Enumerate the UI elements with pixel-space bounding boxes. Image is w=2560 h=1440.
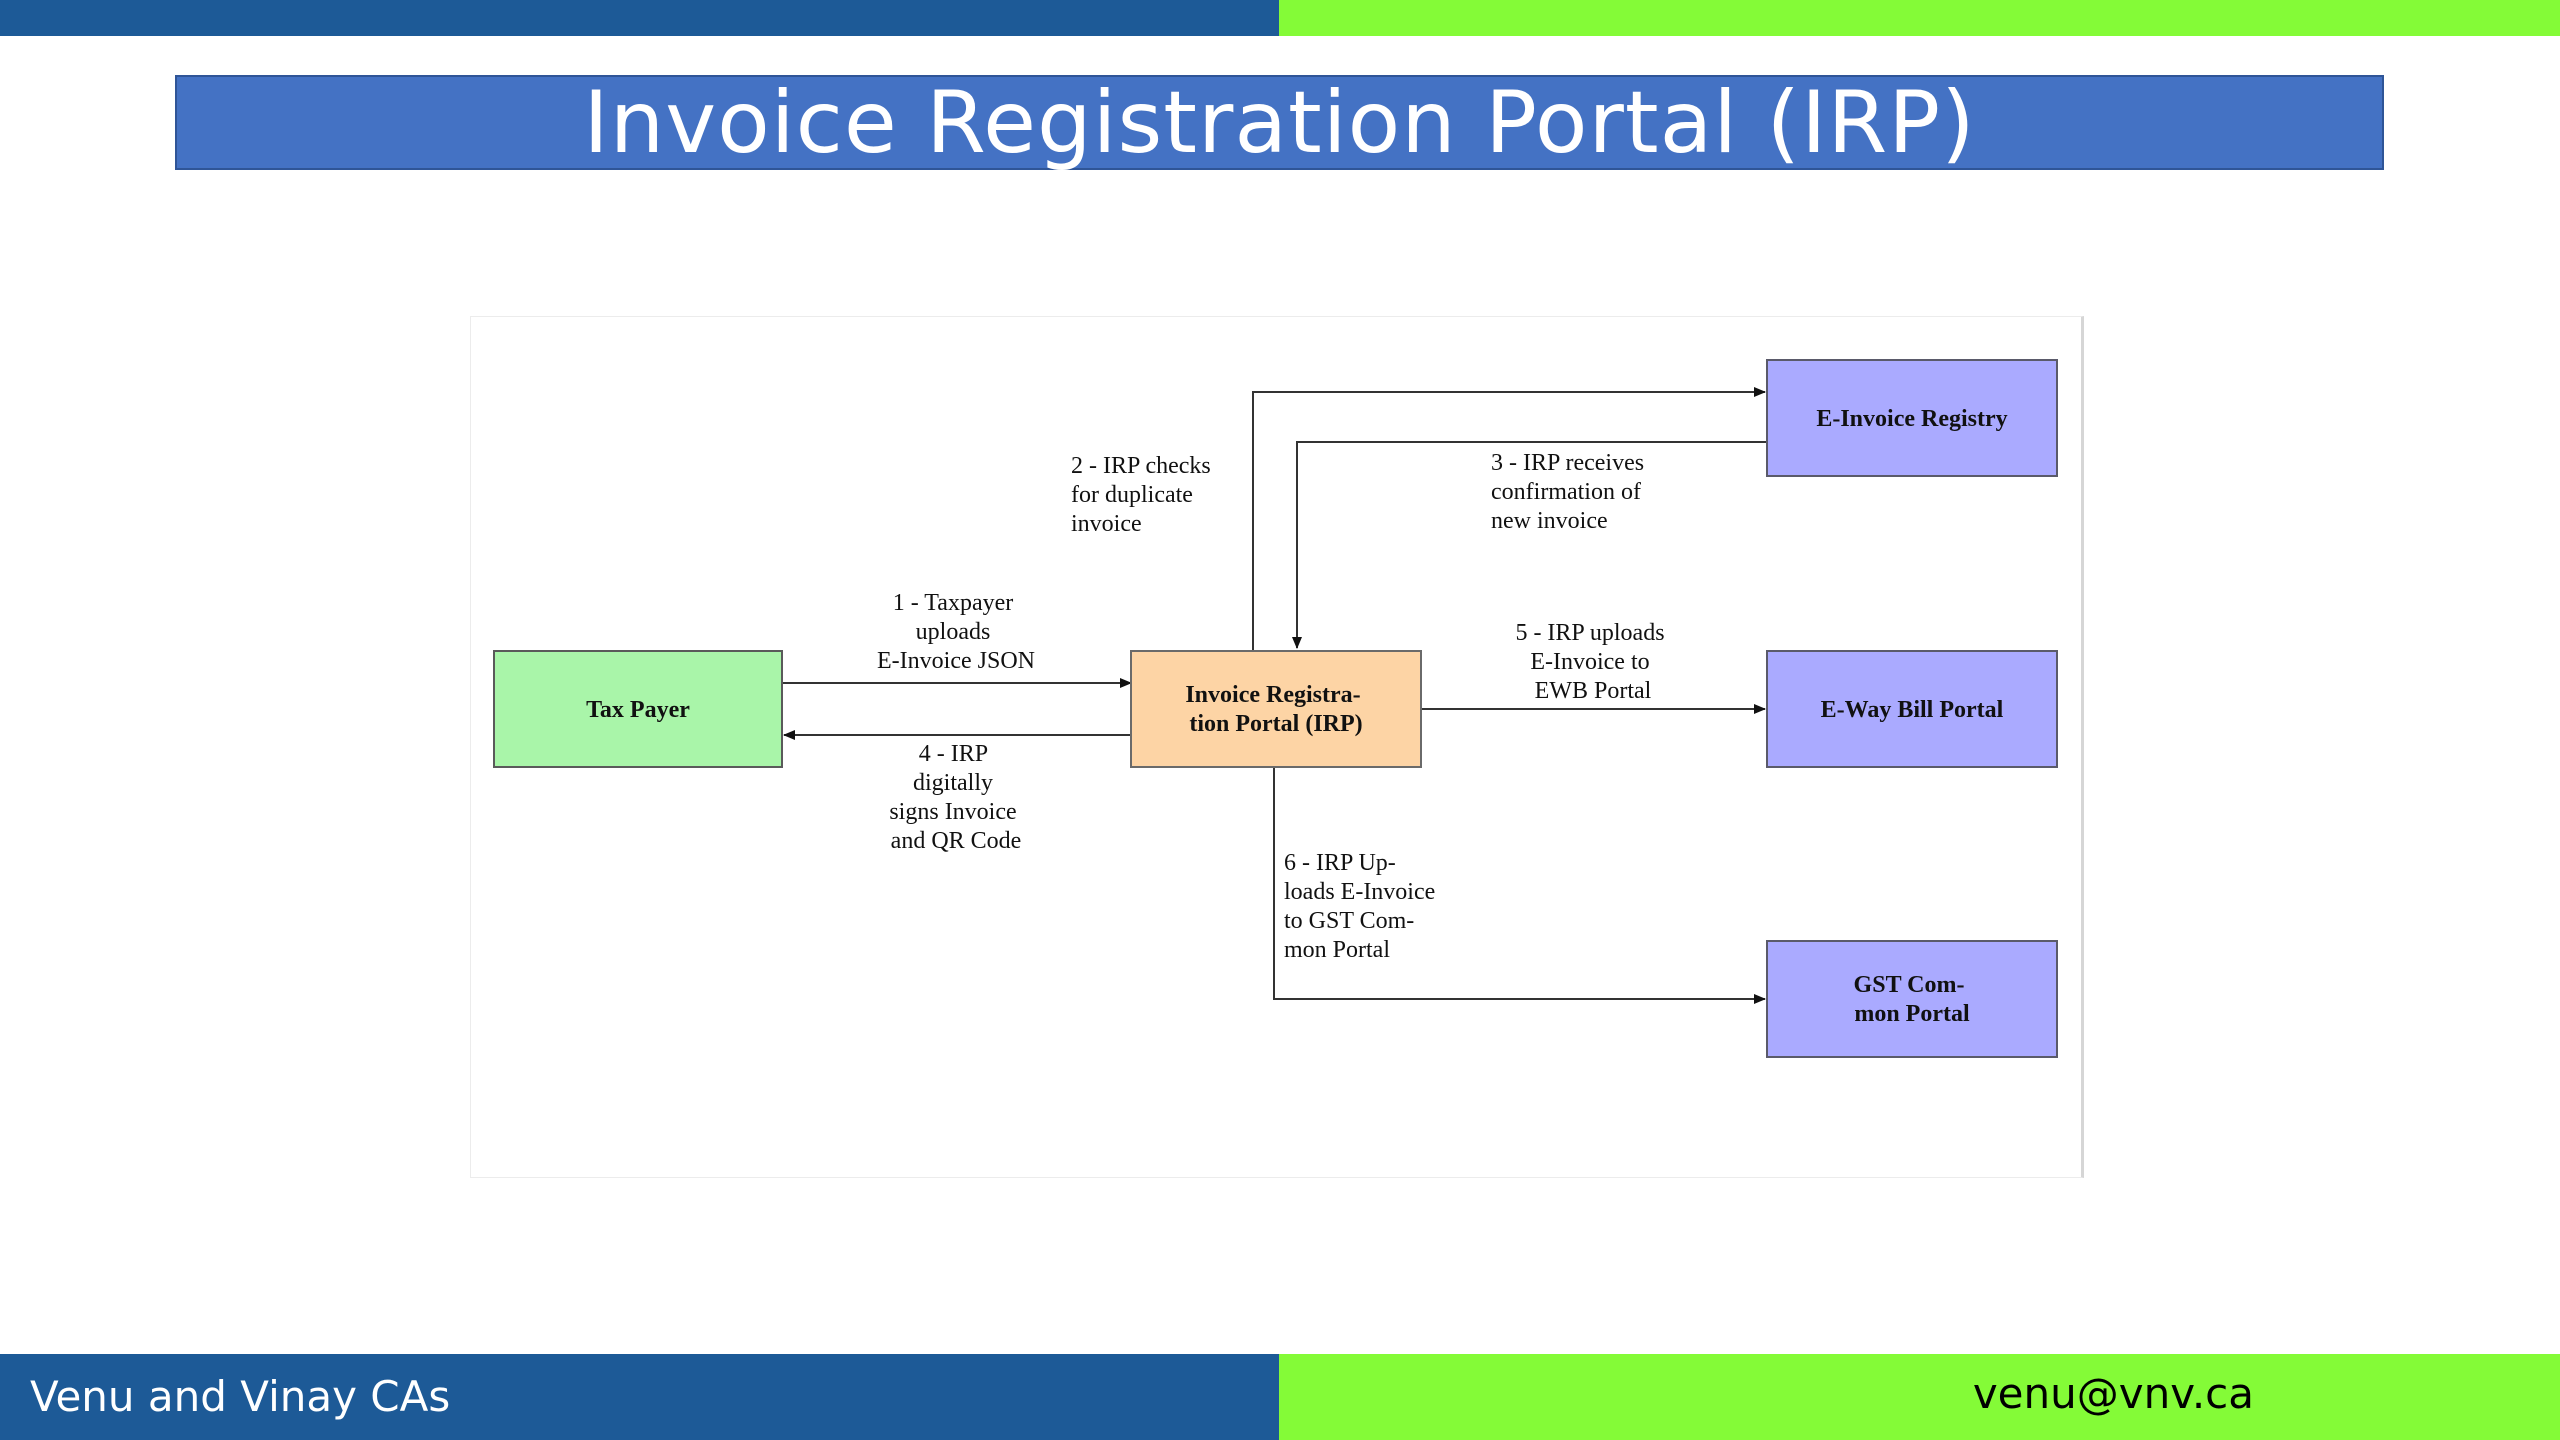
edge-3-registry-to-irp: [1292, 441, 1767, 649]
node-gst-label: GST Com- mon Portal: [1854, 972, 1971, 1027]
edge-4-label-line: 4 - IRP: [919, 741, 988, 767]
node-gst-label-line: GST Com-: [1854, 972, 1965, 998]
edge-1-label-line: uploads: [916, 619, 991, 645]
edge-1-label-line: E-Invoice JSON: [877, 648, 1035, 674]
edge-3-label-line: confirmation of: [1491, 479, 1641, 505]
edge-2-label-line: 2 - IRP checks: [1071, 453, 1211, 479]
footer-bar-green-segment: [1279, 1354, 2560, 1440]
edge-1-label-line: 1 - Taxpayer: [893, 590, 1014, 616]
node-registry-box: [1766, 359, 2058, 477]
node-ewb-label-line: E-Way Bill Portal: [1821, 697, 2004, 723]
edge-5-label-line: E-Invoice to: [1530, 649, 1649, 675]
edge-2-label: 2 - IRP checks for duplicate invoice: [1071, 453, 1217, 537]
title-banner: Invoice Registration Portal (IRP): [175, 72, 2384, 173]
top-bar-green-segment: [1279, 0, 2560, 36]
node-irp-label-line: Invoice Registra-: [1185, 682, 1360, 708]
edge-6-label-line: mon Portal: [1284, 937, 1390, 963]
edge-5-label: 5 - IRP uploads E-Invoice to EWB Portal: [1515, 620, 1670, 704]
node-irp-box: [1130, 650, 1422, 768]
slide-title: Invoice Registration Portal (IRP): [583, 72, 1976, 173]
node-registry-label: E-Invoice Registry: [1816, 406, 2007, 432]
edge-3-label: 3 - IRP receives confirmation of new inv…: [1491, 450, 1650, 534]
edge-6-irp-to-gst: [1273, 767, 1766, 1004]
edge-5-label-line: EWB Portal: [1535, 678, 1652, 704]
footer-firm-name: Venu and Vinay CAs: [30, 1372, 451, 1421]
footer-bar: Venu and Vinay CAs venu@vnv.ca: [0, 1354, 2560, 1440]
edge-6-label-line: loads E-Invoice: [1284, 879, 1435, 905]
diagram-frame: Tax Payer Invoice Registra- tion Portal …: [470, 316, 2084, 1178]
edge-4-label-line: and QR Code: [891, 828, 1022, 854]
node-taxpayer-label-line: Tax Payer: [586, 697, 690, 723]
node-taxpayer-box: [493, 650, 783, 768]
node-irp-label-line: tion Portal (IRP): [1189, 711, 1362, 737]
node-ewb-label: E-Way Bill Portal: [1821, 697, 2004, 723]
edge-2-label-line: invoice: [1071, 511, 1142, 537]
flow-diagram: Tax Payer Invoice Registra- tion Portal …: [493, 359, 2058, 1058]
edge-4-label-line: digitally: [913, 770, 993, 796]
edge-6-label-line: 6 - IRP Up-: [1284, 850, 1396, 876]
edge-2-label-line: for duplicate: [1071, 482, 1193, 508]
node-registry-label-line: E-Invoice Registry: [1816, 406, 2007, 432]
edge-3-label-line: new invoice: [1491, 508, 1608, 534]
top-color-bar: [0, 0, 2560, 36]
footer-bar-blue-segment: [0, 1354, 1279, 1440]
edge-3-label-line: 3 - IRP receives: [1491, 450, 1644, 476]
edge-4-label: 4 - IRP digitally signs Invoice and QR C…: [889, 741, 1022, 854]
edge-2-irp-to-registry: [1252, 387, 1766, 651]
edge-6-label-line: to GST Com-: [1284, 908, 1414, 934]
node-gst-label-line: mon Portal: [1854, 1001, 1970, 1027]
edge-6-label: 6 - IRP Up- loads E-Invoice to GST Com- …: [1284, 850, 1441, 963]
edge-4-label-line: signs Invoice: [889, 799, 1016, 825]
node-gst-box: [1766, 940, 2058, 1058]
top-bar-blue-segment: [0, 0, 1279, 36]
footer-email: venu@vnv.ca: [1972, 1369, 2254, 1418]
node-ewb-box: [1766, 650, 2058, 768]
edge-5-label-line: 5 - IRP uploads: [1515, 620, 1664, 646]
node-irp-label: Invoice Registra- tion Portal (IRP): [1185, 682, 1366, 737]
node-taxpayer-label: Tax Payer: [586, 697, 690, 723]
edge-1-label: 1 - Taxpayer uploads E-Invoice JSON: [877, 590, 1035, 674]
